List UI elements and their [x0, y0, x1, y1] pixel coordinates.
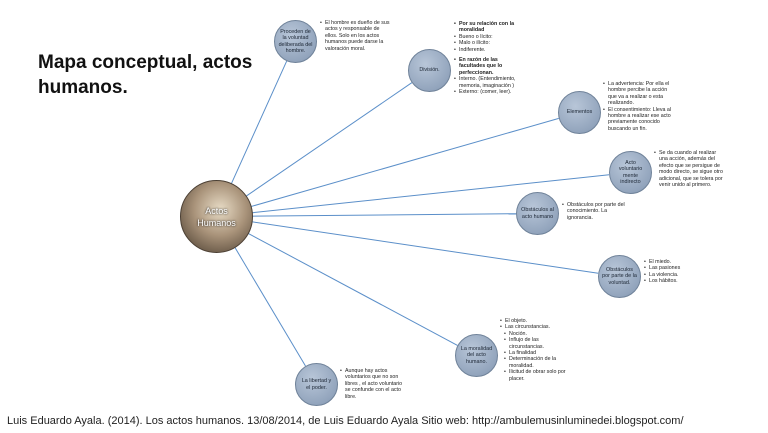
citation: Luis Eduardo Ayala. (2014). Los actos hu…	[7, 415, 684, 427]
note-bullet: La advertencia: Por ella el hombre perci…	[603, 81, 673, 107]
note-bullet: Bueno o lícito:	[454, 34, 524, 41]
note-acto-voluntario-indirecto: Se da cuando al realizar una acción, ade…	[654, 150, 726, 188]
note-bullet: El miedo.	[644, 259, 704, 266]
node-acto-voluntario-indirecto: Acto voluntario mente indirecto	[609, 151, 652, 194]
node-obstaculos-voluntad: Obstáculos por parte de la voluntad.	[598, 255, 641, 298]
node-label: División.	[419, 67, 440, 74]
note-proceden-voluntad: El hombre es dueño de sus actos y respon…	[320, 20, 392, 52]
note-bullet: Externo: (comer, leer).	[454, 89, 524, 96]
node-proceden-voluntad: Proceden de la voluntad deliberada del h…	[274, 20, 317, 63]
note-bullet: Indiferente.	[454, 47, 524, 54]
note-bullet: Ilicitud de obrar solo por placer.	[500, 369, 568, 382]
node-label: Obstáculos al acto humano	[521, 207, 554, 220]
connector-line	[248, 213, 517, 217]
note-obstaculos-voluntad: El miedo.Las pasionesLa violencia.Los há…	[644, 259, 704, 285]
note-bullet: El hombre es dueño de sus actos y respon…	[320, 20, 392, 52]
connector-line	[248, 174, 610, 214]
node-label: Obstáculos por parte de la voluntad.	[602, 267, 637, 286]
note-bullet: El objeto.	[500, 318, 568, 325]
connector-line	[248, 220, 599, 274]
node-label: Elementos	[566, 109, 593, 116]
node-elementos: Elementos	[558, 91, 601, 134]
note-libertad-poder: Aunque hay actos voluntarios que no son …	[340, 368, 408, 400]
note-bullet: Influjo de las circunstancias.	[500, 337, 568, 350]
note-bullet: Las circunstancias.	[500, 324, 568, 331]
note-bullet: El consentimiento: Lleva al hombre a rea…	[603, 107, 673, 133]
note-bullet: Las pasiones	[644, 265, 704, 272]
node-label: La libertad y el poder.	[301, 378, 332, 391]
connector-line	[243, 82, 413, 199]
connector-line	[244, 231, 458, 346]
node-label: Acto voluntario mente indirecto	[618, 160, 643, 185]
note-bullet: La violencia.	[644, 272, 704, 279]
node-moralidad-acto-humano: La moralidad del acto humano.	[455, 334, 498, 377]
node-label: La moralidad del acto humano.	[460, 346, 493, 365]
connector-line	[232, 244, 306, 367]
connector-line	[229, 60, 288, 188]
page-title: Mapa conceptual, actos humanos.	[38, 52, 253, 98]
note-bullet: Se da cuando al realizar una acción, ade…	[654, 150, 726, 188]
note-moralidad-acto-humano: El objeto.Las circunstancias.Noción.Infl…	[500, 318, 568, 382]
node-libertad-poder: La libertad y el poder.	[295, 363, 338, 406]
note-obstaculos-acto-humano: Obstáculos por parte del conocimiento. L…	[562, 202, 626, 221]
note-bullet: Malo o ilícito:	[454, 40, 524, 47]
connector-line	[247, 117, 559, 208]
center-node-actos-humanos: Actos Humanos	[180, 180, 253, 253]
note-bullet: Noción.	[500, 331, 568, 338]
note-bullet: Determinación de la moralidad.	[500, 356, 568, 369]
note-bullet: Por su relación con la moralidad	[454, 21, 524, 34]
note-bullet: La finalidad	[500, 350, 568, 357]
note-bullet: Obstáculos por parte del conocimiento. L…	[562, 202, 626, 221]
node-label: Proceden de la voluntad deliberada del h…	[278, 29, 313, 54]
note-bullet: En razón de las facultades que lo perfec…	[454, 57, 524, 76]
center-node-label: Actos Humanos	[197, 205, 236, 228]
note-elementos: La advertencia: Por ella el hombre perci…	[603, 81, 673, 132]
node-obstaculos-acto-humano: Obstáculos al acto humano	[516, 192, 559, 235]
note-bullet: Interno. (Entendimiento, memoria, imagin…	[454, 76, 524, 89]
node-division: División.	[408, 49, 451, 92]
note-bullet: Aunque hay actos voluntarios que no son …	[340, 368, 408, 400]
note-bullet: Los hábitos.	[644, 278, 704, 285]
note-division: Por su relación con la moralidadBueno o …	[454, 21, 524, 96]
